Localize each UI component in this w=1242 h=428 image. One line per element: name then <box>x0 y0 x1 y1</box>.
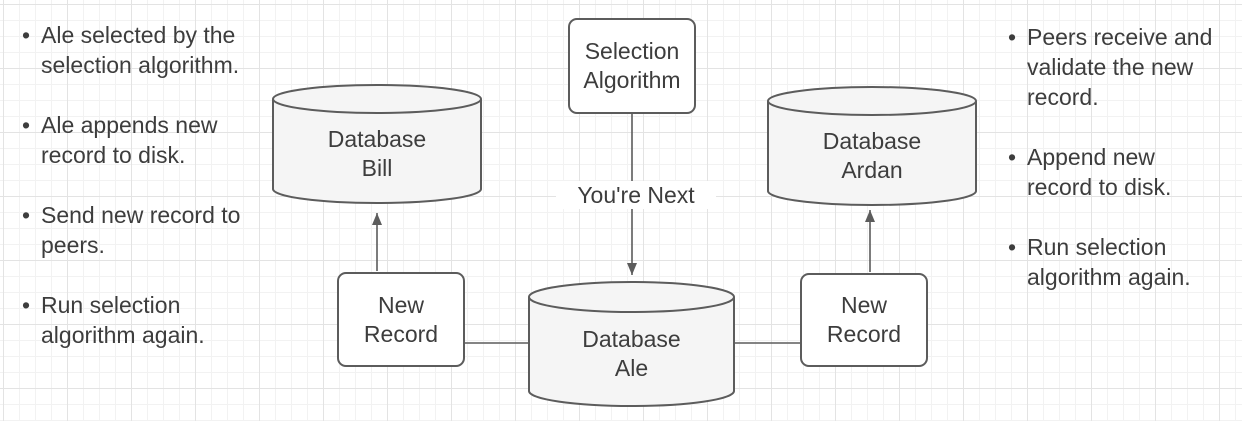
bullet-icon: • <box>1008 24 1017 50</box>
database-bill-label: Database Bill <box>328 105 426 183</box>
list-item: • Ale selected by the selection algorith… <box>22 20 267 80</box>
database-ardan-node[interactable]: Database Ardan <box>767 85 977 207</box>
database-ale-node[interactable]: Database Ale <box>528 280 735 408</box>
label-line: New <box>377 291 424 318</box>
note-line: algorithm again. <box>1027 264 1191 290</box>
selection-algorithm-label: Selection Algorithm <box>583 38 681 93</box>
list-item: • Ale appends new record to disk. <box>22 110 267 170</box>
label-line: Record <box>826 321 902 347</box>
note-line: Ale appends new <box>41 112 218 138</box>
label-line: Database <box>327 126 427 152</box>
list-item: • Run selection algorithm again. <box>1008 232 1236 292</box>
cylinder-shape <box>767 86 977 206</box>
label-line: Ardan <box>841 157 903 183</box>
bullet-icon: • <box>22 112 31 138</box>
note-line: record to disk. <box>41 142 186 168</box>
label-line: Record <box>363 320 439 347</box>
new-record-right-node[interactable]: New Record <box>800 273 928 367</box>
label-line: Database <box>582 326 681 352</box>
cylinder-shape <box>528 281 735 407</box>
notes-left: • Ale selected by the selection algorith… <box>22 20 267 380</box>
note-line: validate the new <box>1027 54 1194 80</box>
note-text: Append new record to disk. <box>1027 142 1171 202</box>
bullet-icon: • <box>22 292 31 318</box>
note-line: Run selection <box>1027 234 1167 260</box>
list-item: • Append new record to disk. <box>1008 142 1236 202</box>
note-line: Ale selected by the <box>41 22 236 48</box>
list-item: • Peers receive and validate the new rec… <box>1008 22 1236 112</box>
note-text: Peers receive and validate the new recor… <box>1027 22 1212 112</box>
note-line: algorithm again. <box>41 322 205 348</box>
database-ale-label: Database Ale <box>582 305 680 383</box>
canvas-bottom-margin <box>0 421 1242 428</box>
note-text: Ale selected by the selection algorithm. <box>41 20 239 80</box>
new-record-left-node[interactable]: New Record <box>337 272 465 367</box>
note-line: Append new <box>1027 144 1155 170</box>
note-line: record. <box>1027 84 1099 110</box>
note-text: Ale appends new record to disk. <box>41 110 217 170</box>
label-line: Database <box>822 128 922 154</box>
note-line: peers. <box>41 232 105 258</box>
note-text: Send new record to peers. <box>41 200 240 260</box>
bullet-icon: • <box>1008 144 1017 170</box>
label-line: Ale <box>614 355 649 381</box>
edge-label-youre-next: You're Next <box>556 181 716 209</box>
database-bill-node[interactable]: Database Bill <box>272 83 482 205</box>
note-text: Run selection algorithm again. <box>1027 232 1191 292</box>
new-record-left-label: New Record <box>364 291 438 349</box>
note-line: record to disk. <box>1027 174 1172 200</box>
list-item: • Run selection algorithm again. <box>22 290 267 350</box>
new-record-right-label: New Record <box>827 291 901 349</box>
bullet-icon: • <box>22 22 31 48</box>
cylinder-shape <box>272 84 482 204</box>
label-line: New <box>840 292 887 318</box>
database-ardan-label: Database Ardan <box>823 107 921 185</box>
note-line: selection algorithm. <box>41 52 240 78</box>
bullet-icon: • <box>1008 234 1017 260</box>
note-line: Send new record to <box>41 202 241 228</box>
note-line: Peers receive and <box>1027 24 1213 50</box>
bullet-icon: • <box>22 202 31 228</box>
notes-right: • Peers receive and validate the new rec… <box>1008 22 1236 322</box>
note-line: Run selection <box>41 292 181 318</box>
note-text: Run selection algorithm again. <box>41 290 205 350</box>
selection-algorithm-node[interactable]: Selection Algorithm <box>568 18 696 114</box>
label-line: Bill <box>361 155 393 181</box>
list-item: • Send new record to peers. <box>22 200 267 260</box>
